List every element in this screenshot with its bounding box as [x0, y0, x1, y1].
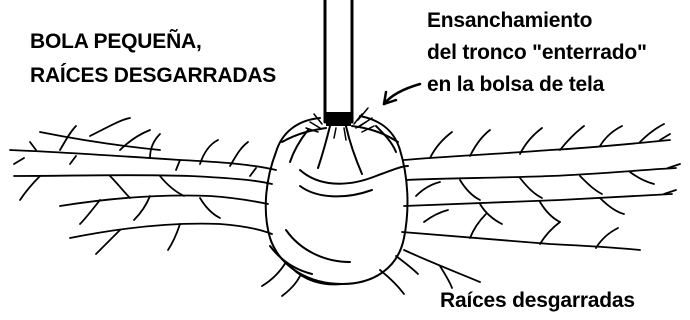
trunk-annotation-line-1: Ensanchamiento: [427, 9, 592, 33]
left-label-line-1: BOLA PEQUEÑA,: [30, 30, 202, 54]
trunk: [325, 0, 352, 126]
right-roots: [402, 124, 680, 288]
torn-roots-label: Raíces desgarradas: [440, 289, 635, 313]
left-label-line-2: RAÍCES DESGARRADAS: [30, 64, 276, 88]
left-roots: [10, 118, 276, 254]
root-ball: [266, 116, 408, 284]
trunk-annotation-line-3: en la bolsa de tela: [427, 73, 604, 97]
annotation-arrow: [384, 84, 420, 104]
trunk-annotation-line-2: del tronco "enterrado": [427, 41, 647, 65]
